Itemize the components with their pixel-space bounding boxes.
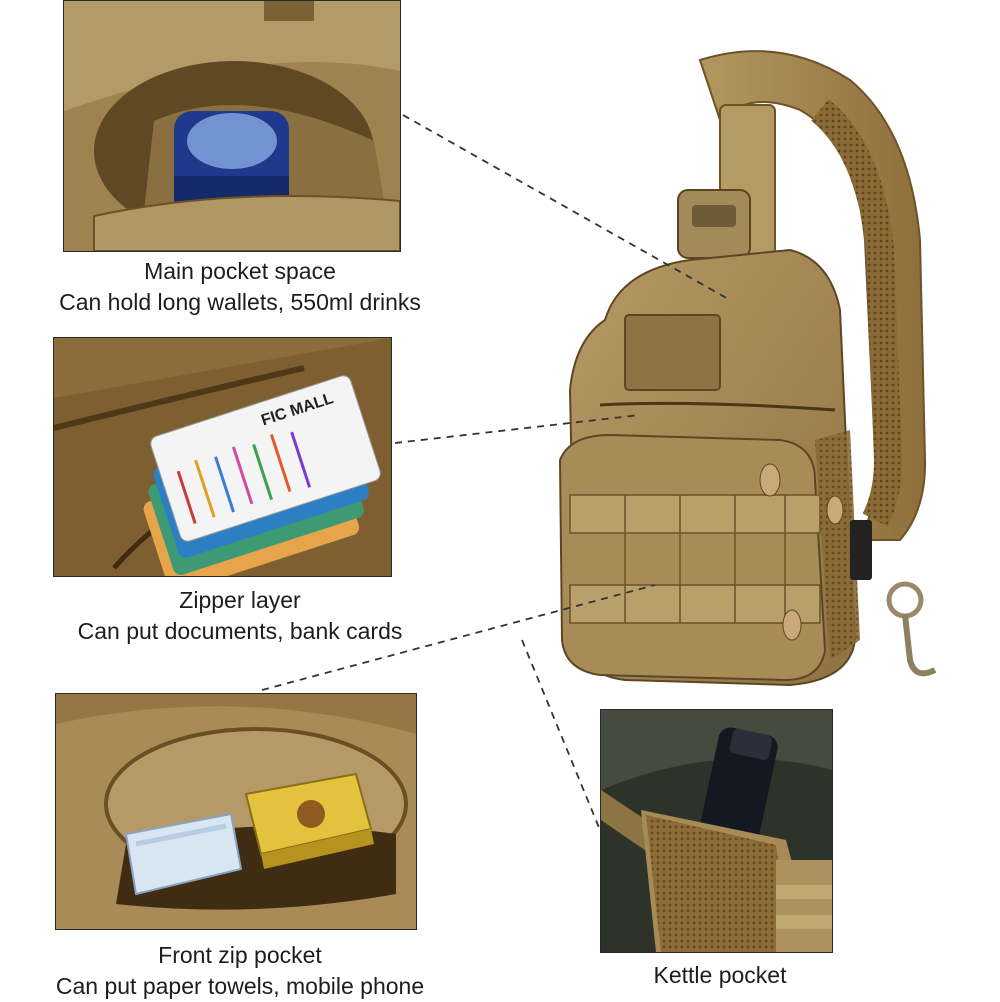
main-pocket-detail: Can hold long wallets, 550ml drinks (59, 289, 421, 315)
zipper-layer-detail: Can put documents, bank cards (77, 618, 403, 644)
front-zip-detail: Can put paper towels, mobile phone (55, 973, 425, 999)
front-zip-photo (55, 693, 417, 930)
zipper-layer-caption: Zipper layer Can put documents, bank car… (20, 585, 460, 647)
kettle-pocket-photo (600, 709, 833, 953)
kettle-pocket-caption: Kettle pocket (600, 960, 840, 991)
main-pocket-title: Main pocket space (144, 258, 336, 284)
zipper-layer-title: Zipper layer (179, 587, 301, 613)
main-pocket-photo (63, 0, 401, 252)
front-zip-title: Front zip pocket (158, 942, 322, 968)
main-bag-image (530, 40, 990, 700)
front-zip-caption: Front zip pocket Can put paper towels, m… (20, 940, 460, 1002)
main-pocket-caption: Main pocket space Can hold long wallets,… (20, 256, 460, 318)
zipper-layer-photo: FIC MALL (53, 337, 392, 577)
kettle-pocket-title: Kettle pocket (653, 962, 787, 988)
